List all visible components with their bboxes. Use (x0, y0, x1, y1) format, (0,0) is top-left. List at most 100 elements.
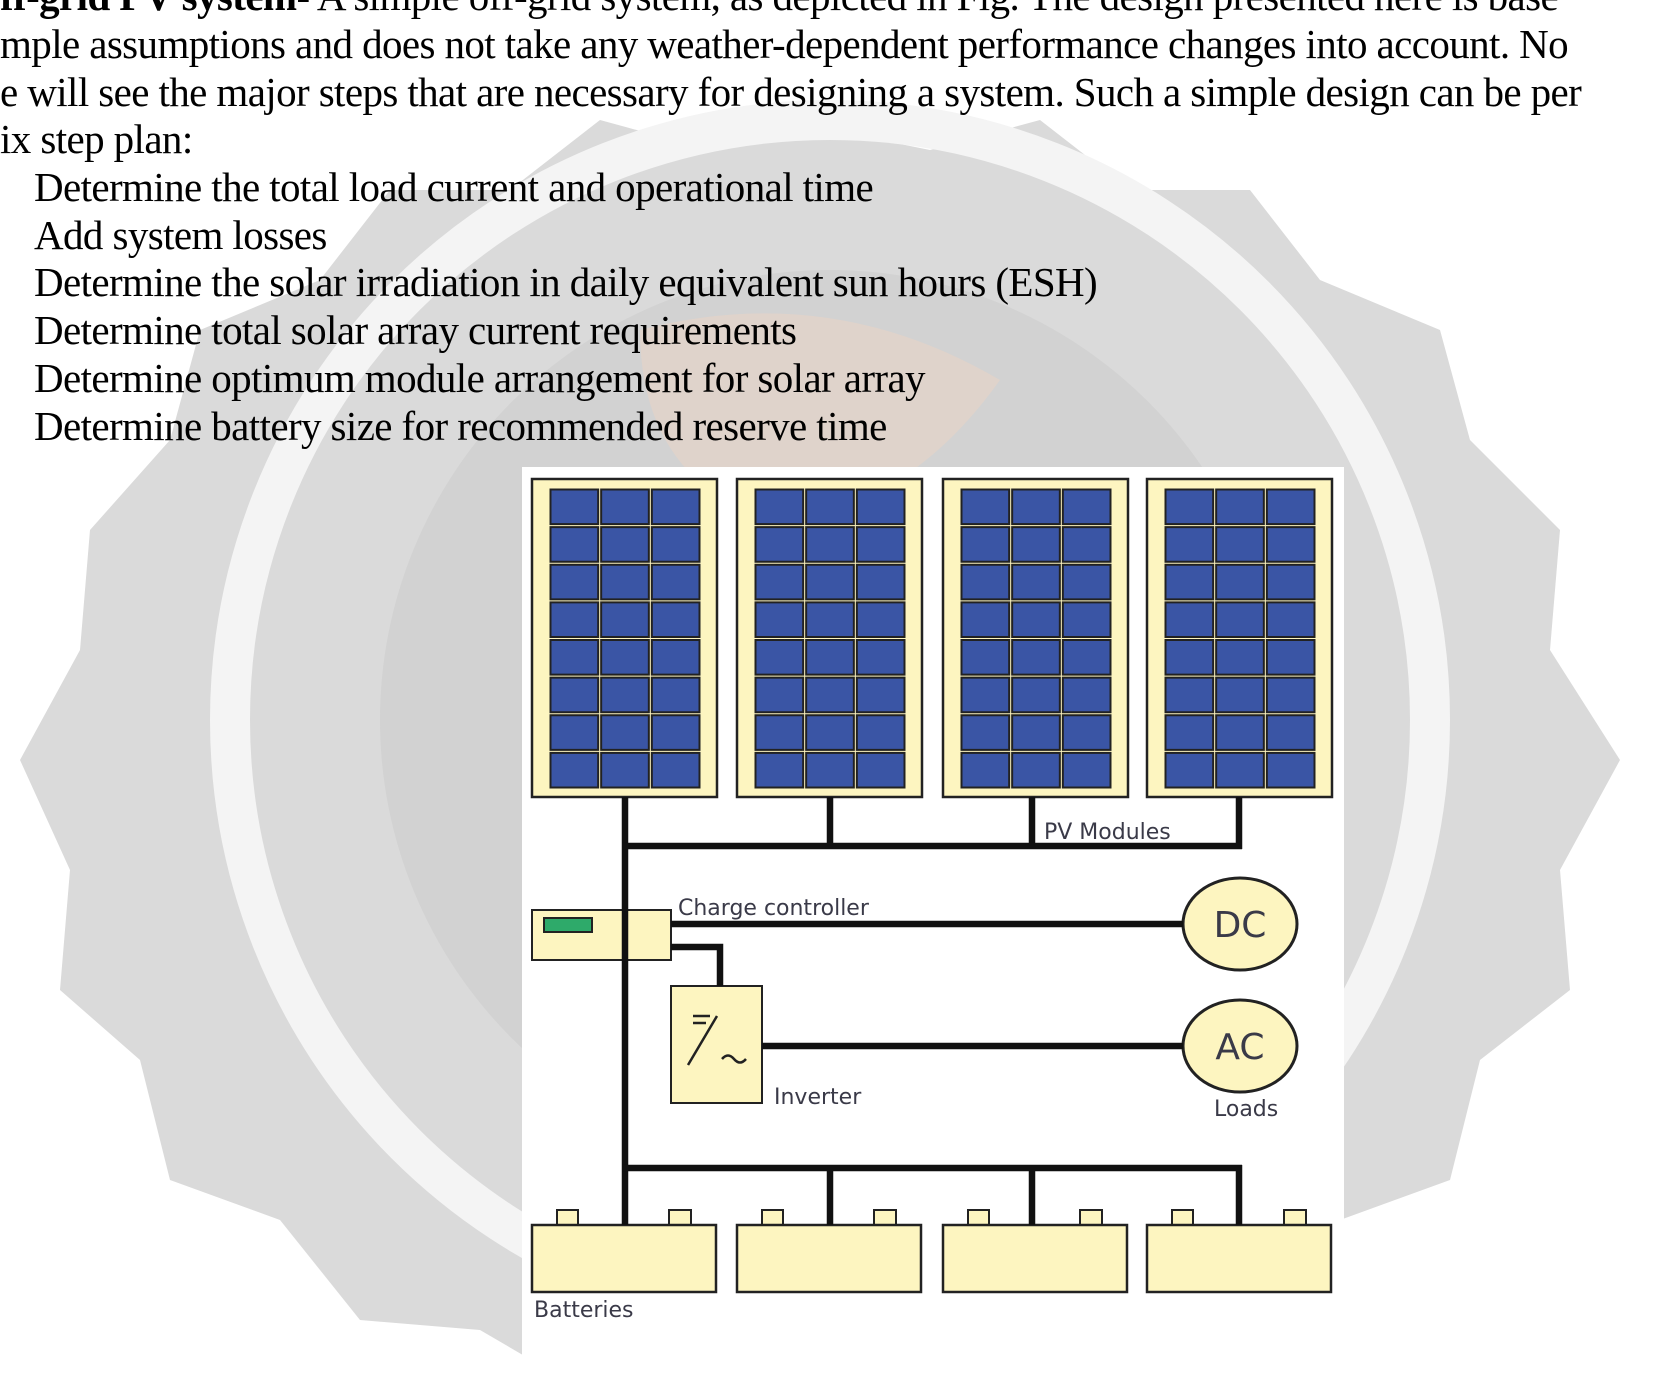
paragraph-line-2: mple assumptions and does not take any w… (0, 21, 1569, 67)
solar-cell (650, 526, 701, 563)
wiring (621, 797, 1243, 1225)
solar-cell (1215, 639, 1265, 676)
solar-cell (1061, 563, 1112, 601)
solar-cell (600, 751, 650, 789)
solar-cell (1215, 751, 1265, 789)
solar-cell (960, 601, 1011, 638)
step-item: Determine optimum module arrangement for… (34, 355, 926, 401)
solar-cell (1215, 563, 1265, 601)
solar-cell (600, 488, 650, 526)
step-item: Add system losses (34, 212, 327, 258)
solar-cell (1265, 714, 1316, 751)
solar-cell (960, 714, 1011, 751)
solar-cell (1011, 488, 1061, 526)
pv-module (1145, 477, 1334, 799)
solar-cell (1215, 714, 1265, 751)
solar-cell (1215, 526, 1265, 563)
solar-cell (1164, 488, 1215, 526)
solar-cell (549, 751, 600, 789)
solar-cell (1061, 601, 1112, 638)
solar-cell (650, 563, 701, 601)
solar-cell (805, 714, 855, 751)
solar-cell (549, 676, 600, 714)
indicator-light (543, 917, 593, 933)
solar-cell (805, 601, 855, 638)
paragraph-line-1: ff-grid PV system- A simple off-grid sys… (0, 0, 1559, 19)
solar-cell (650, 488, 701, 526)
solar-cell (1061, 488, 1112, 526)
solar-cell (1164, 751, 1215, 789)
solar-cell (1265, 563, 1316, 601)
solar-cell (600, 639, 650, 676)
solar-cell (855, 639, 906, 676)
solar-cell (805, 488, 855, 526)
solar-cell (1215, 488, 1265, 526)
solar-cell (805, 526, 855, 563)
step-item: Determine total solar array current requ… (34, 307, 797, 353)
pv-modules-label: PV Modules (1044, 820, 1171, 845)
paragraph-line-3: e will see the major steps that are nece… (0, 69, 1582, 115)
battery (530, 1209, 718, 1294)
solar-cell (650, 639, 701, 676)
battery-terminal (1283, 1209, 1307, 1226)
solar-cell (805, 639, 855, 676)
solar-cell (650, 751, 701, 789)
solar-cell (754, 563, 805, 601)
battery-bus-wire (622, 1164, 1243, 1225)
solar-cell (650, 714, 701, 751)
battery (735, 1209, 923, 1294)
solar-cell (1215, 601, 1265, 638)
solar-cell (1164, 639, 1215, 676)
inverter-feed-wire (671, 943, 724, 986)
solar-cell (754, 526, 805, 563)
battery-terminal (668, 1209, 692, 1226)
solar-cell (1011, 526, 1061, 563)
ac-label: AC (1215, 1027, 1264, 1068)
step-item: Determine the total load current and ope… (34, 164, 874, 210)
solar-cell (1164, 563, 1215, 601)
solar-cell (805, 563, 855, 601)
solar-cell (855, 751, 906, 789)
solar-cell (1215, 676, 1265, 714)
solar-cell (600, 601, 650, 638)
inverter-symbol-icon (686, 1014, 747, 1066)
solar-cell (549, 526, 600, 563)
pv-module (941, 477, 1130, 799)
battery-terminal (1171, 1209, 1194, 1226)
inverter-label: Inverter (774, 1085, 862, 1110)
solar-cell (754, 676, 805, 714)
battery (1145, 1209, 1333, 1294)
step-item: Determine battery size for recommended r… (34, 403, 887, 449)
solar-cell (1061, 639, 1112, 676)
paragraph-text: - A simple off-grid system, as depicted … (296, 0, 1558, 19)
solar-cell (549, 714, 600, 751)
solar-cell (600, 714, 650, 751)
solar-cell (600, 563, 650, 601)
solar-cell (1164, 714, 1215, 751)
battery-body (530, 1223, 718, 1294)
solar-cell (1265, 526, 1316, 563)
solar-cell (1164, 526, 1215, 563)
solar-cell (600, 676, 650, 714)
solar-cell (1061, 751, 1112, 789)
paragraph-line-4: ix step plan: (0, 116, 193, 162)
battery-terminal (761, 1209, 784, 1226)
pv-modules (530, 477, 1334, 799)
loads-label: Loads (1214, 1097, 1278, 1122)
solar-cell (549, 488, 600, 526)
solar-cell (960, 488, 1011, 526)
section-heading: ff-grid PV system (0, 0, 297, 19)
solar-cell (754, 751, 805, 789)
solar-cell (754, 714, 805, 751)
battery-body (1145, 1223, 1333, 1294)
solar-cell (549, 639, 600, 676)
solar-cell (855, 563, 906, 601)
solar-cell (754, 488, 805, 526)
battery (941, 1209, 1129, 1294)
solar-cell (960, 563, 1011, 601)
solar-cell (1061, 526, 1112, 563)
solar-cell (1011, 751, 1061, 789)
solar-cell (960, 751, 1011, 789)
batteries-label: Batteries (534, 1298, 634, 1323)
solar-cell (1164, 676, 1215, 714)
